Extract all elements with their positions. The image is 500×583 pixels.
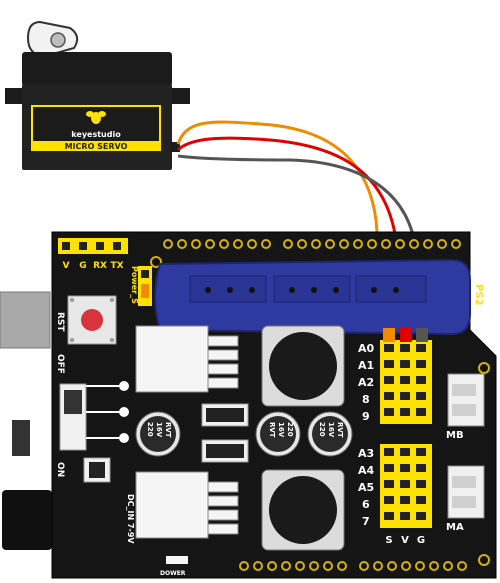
servo-horn xyxy=(26,20,79,58)
servo-pin-header-top[interactable] xyxy=(380,328,432,424)
voltage-regulator xyxy=(135,325,239,393)
capacitor-text: 16V xyxy=(155,422,163,438)
off-label: OFF xyxy=(55,354,65,374)
inductor xyxy=(261,469,345,551)
capacitor-text: RVT xyxy=(336,422,344,438)
pin-label-a3: A3 xyxy=(358,447,374,460)
dc-jack xyxy=(2,490,52,550)
mounting-hole xyxy=(150,256,162,268)
pin-label-8: 8 xyxy=(362,393,370,406)
serial-pin-label: G xyxy=(79,261,86,271)
capacitor-text: RVT xyxy=(268,422,276,438)
mounting-hole xyxy=(478,554,490,566)
power-select-label: Power_S xyxy=(130,266,139,304)
power-led xyxy=(166,556,188,564)
top-header-pads xyxy=(163,239,461,249)
serial-header: V G RX TX xyxy=(58,238,128,271)
motor-b-label: MB xyxy=(446,430,464,441)
motor-b-terminal[interactable] xyxy=(447,373,485,427)
micro-servo: keyestudio MICRO SERVO xyxy=(5,20,190,170)
serial-pin-label: TX xyxy=(110,261,123,271)
serial-pin-label: V xyxy=(63,261,70,271)
servo-model: MICRO SERVO xyxy=(65,142,128,151)
voltage-regulator xyxy=(135,471,239,539)
capacitor-text: 220 xyxy=(146,422,154,437)
capacitor: 220 16V RVT xyxy=(307,411,353,457)
on-label: ON xyxy=(55,462,65,477)
servo-brand: keyestudio xyxy=(71,130,121,139)
capacitor-text: 16V xyxy=(327,422,335,438)
pin-col-label-v: V xyxy=(401,535,409,546)
signal-wire xyxy=(176,120,388,341)
capacitor-text: 220 xyxy=(286,422,294,437)
pin-label-7: 7 xyxy=(362,515,370,528)
serial-pin-label: RX xyxy=(93,261,107,271)
keyestudio-logo-icon xyxy=(86,111,106,124)
dc-in-label: DC_IN 7-9V xyxy=(126,494,135,544)
usb-connector xyxy=(0,291,51,349)
power-select-jumper[interactable]: Power_S xyxy=(130,266,152,306)
power-switch[interactable] xyxy=(59,383,87,451)
ground-wire xyxy=(177,154,424,341)
ps2-socket: PS2 xyxy=(154,258,484,336)
inductor xyxy=(261,325,345,407)
pin-label-6: 6 xyxy=(362,498,370,511)
motor-a-label: MA xyxy=(446,522,464,533)
capacitor-text: 220 xyxy=(318,422,326,437)
mounting-hole xyxy=(478,362,490,374)
pin-label-a5: A5 xyxy=(358,481,374,494)
servo-cable xyxy=(176,120,424,341)
driver-shield-board: V G RX TX Power_S PS2 xyxy=(0,231,497,579)
capacitor: 220 16V RVT xyxy=(135,411,181,457)
capacitor: 220 16V RVT xyxy=(255,411,301,457)
pin-label-9: 9 xyxy=(362,410,370,423)
motor-a-terminal[interactable] xyxy=(447,465,485,519)
bottom-header-pads xyxy=(239,561,467,571)
power-led-label: DOWER xyxy=(160,570,186,577)
power-wire xyxy=(176,136,408,341)
capacitor-text: RVT xyxy=(164,422,172,438)
reset-button[interactable] xyxy=(67,295,117,345)
pin-label-a1: A1 xyxy=(358,359,374,372)
ps2-label: PS2 xyxy=(473,284,484,306)
pin-label-a4: A4 xyxy=(358,464,375,477)
rst-label: RST xyxy=(55,312,65,332)
pin-col-label-g: G xyxy=(417,535,425,546)
pin-label-a2: A2 xyxy=(358,376,374,389)
pin-col-label-s: S xyxy=(385,535,392,546)
capacitor-text: 16V xyxy=(277,422,285,438)
pin-label-a0: A0 xyxy=(358,342,375,355)
servo-pin-header-bottom[interactable] xyxy=(380,444,432,528)
